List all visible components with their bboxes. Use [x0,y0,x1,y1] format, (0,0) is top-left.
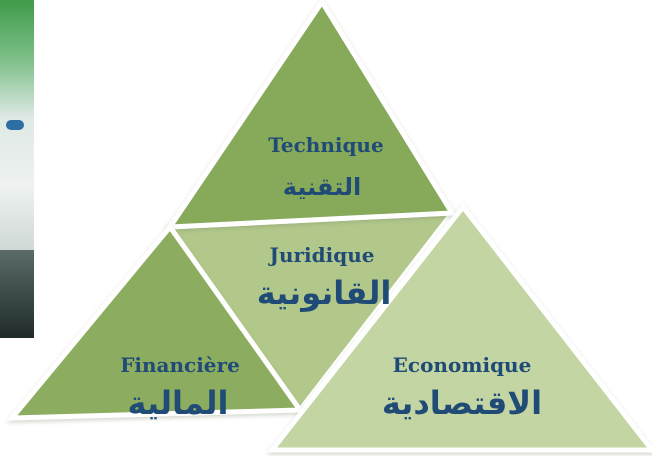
economique-arabic-label: الاقتصادية [382,384,542,422]
juridique-arabic-label: القانونية [257,274,392,312]
technique-arabic-text: التقنية [283,173,361,201]
technique-segment [165,0,457,230]
economique-segment [266,202,652,453]
technique-french-label: Technique [268,133,383,157]
economique-french-label: Economique [393,353,532,377]
photo-detail [6,120,24,130]
financiere-arabic-label: المالية [128,384,229,422]
juridique-french-label: Juridique [268,243,375,267]
side-photo [0,0,34,338]
financiere-french-label: Financière [120,353,240,377]
financiere-segment [6,222,305,421]
photo-detail [0,250,34,338]
